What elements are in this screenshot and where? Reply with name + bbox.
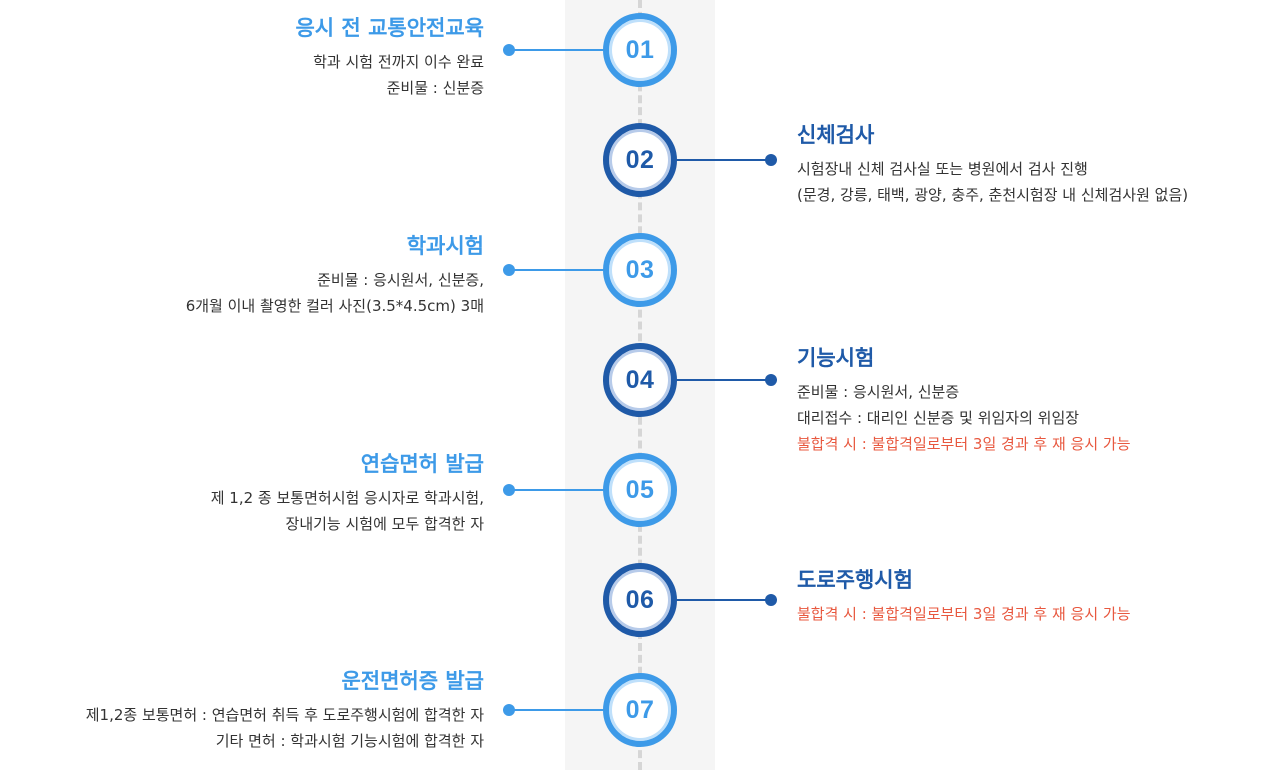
step-02-badge: 02 [603,123,677,197]
step-03-line-1: 준비물 : 응시원서, 신분증, [317,271,484,289]
step-07-line-2: 기타 면허 : 학과시험 기능시험에 합격한 자 [215,732,484,750]
step-04-line-1: 준비물 : 응시원서, 신분증 [797,383,960,401]
step-01-connector [509,49,609,51]
step-03-title: 학과시험 [406,234,484,258]
step-02-connector [672,159,770,161]
step-01: 응시 전 교통안전교육 학과 시험 전까지 이수 완료 준비물 : 신분증 01 [0,0,1267,110]
step-02-title: 신체검사 [797,123,875,147]
step-05-text: 연습면허 발급 제 1,2 종 보통면허시험 응시자로 학과시험, 장내기능 시… [0,450,484,537]
step-02-text: 신체검사 시험장내 신체 검사실 또는 병원에서 검사 진행 (문경, 강릉, … [797,121,1267,208]
step-04: 04 기능시험 준비물 : 응시원서, 신분증 대리접수 : 대리인 신분증 및… [0,0,1267,453]
step-02-line-2: (문경, 강릉, 태백, 광양, 충주, 춘천시험장 내 신체검사원 없음) [797,186,1189,204]
step-05-badge: 05 [603,453,677,527]
step-07-connector [509,709,609,711]
step-03-text: 학과시험 준비물 : 응시원서, 신분증, 6개월 이내 촬영한 컬러 사진(3… [0,232,484,319]
step-07-line-1: 제1,2종 보통면허 : 연습면허 취득 후 도로주행시험에 합격한 자 [85,706,484,724]
step-02-dot [765,154,777,166]
step-05-line-2: 장내기능 시험에 모두 합격한 자 [285,515,484,533]
step-06-text: 도로주행시험 불합격 시 : 불합격일로부터 3일 경과 후 재 응시 가능 [797,566,1267,627]
step-03-badge: 03 [603,233,677,307]
step-06-title: 도로주행시험 [797,568,913,592]
step-04-connector [672,379,770,381]
step-06-badge: 06 [603,563,677,637]
step-06-connector [672,599,770,601]
step-03: 학과시험 준비물 : 응시원서, 신분증, 6개월 이내 촬영한 컬러 사진(3… [0,0,1267,315]
step-04-title: 기능시험 [797,346,875,370]
step-04-warning: 불합격 시 : 불합격일로부터 3일 경과 후 재 응시 가능 [797,435,1131,453]
step-07-title: 운전면허증 발급 [341,669,484,693]
step-03-line-2: 6개월 이내 촬영한 컬러 사진(3.5*4.5cm) 3매 [185,297,484,315]
step-04-dot [765,374,777,386]
step-05-connector [509,489,609,491]
step-04-badge: 04 [603,343,677,417]
step-07: 운전면허증 발급 제1,2종 보통면허 : 연습면허 취득 후 도로주행시험에 … [0,0,1267,750]
step-01-line-2: 준비물 : 신분증 [386,79,484,97]
step-04-text: 기능시험 준비물 : 응시원서, 신분증 대리접수 : 대리인 신분증 및 위임… [797,344,1267,457]
step-05-title: 연습면허 발급 [360,452,484,476]
step-01-line-1: 학과 시험 전까지 이수 완료 [313,53,484,71]
step-05-line-1: 제 1,2 종 보통면허시험 응시자로 학과시험, [210,489,484,507]
step-07-text: 운전면허증 발급 제1,2종 보통면허 : 연습면허 취득 후 도로주행시험에 … [0,667,484,754]
step-06-dot [765,594,777,606]
step-02-line-1: 시험장내 신체 검사실 또는 병원에서 검사 진행 [797,160,1088,178]
step-04-line-2: 대리접수 : 대리인 신분증 및 위임자의 위임장 [797,409,1080,427]
step-01-text: 응시 전 교통안전교육 학과 시험 전까지 이수 완료 준비물 : 신분증 [0,14,484,101]
step-01-badge: 01 [603,13,677,87]
step-06-warning: 불합격 시 : 불합격일로부터 3일 경과 후 재 응시 가능 [797,605,1131,623]
step-02: 02 신체검사 시험장내 신체 검사실 또는 병원에서 검사 진행 (문경, 강… [0,0,1267,204]
step-03-connector [509,269,609,271]
step-01-title: 응시 전 교통안전교육 [295,16,484,40]
step-06: 06 도로주행시험 불합격 시 : 불합격일로부터 3일 경과 후 재 응시 가… [0,0,1267,637]
step-07-badge: 07 [603,673,677,747]
step-05: 연습면허 발급 제 1,2 종 보통면허시험 응시자로 학과시험, 장내기능 시… [0,0,1267,533]
